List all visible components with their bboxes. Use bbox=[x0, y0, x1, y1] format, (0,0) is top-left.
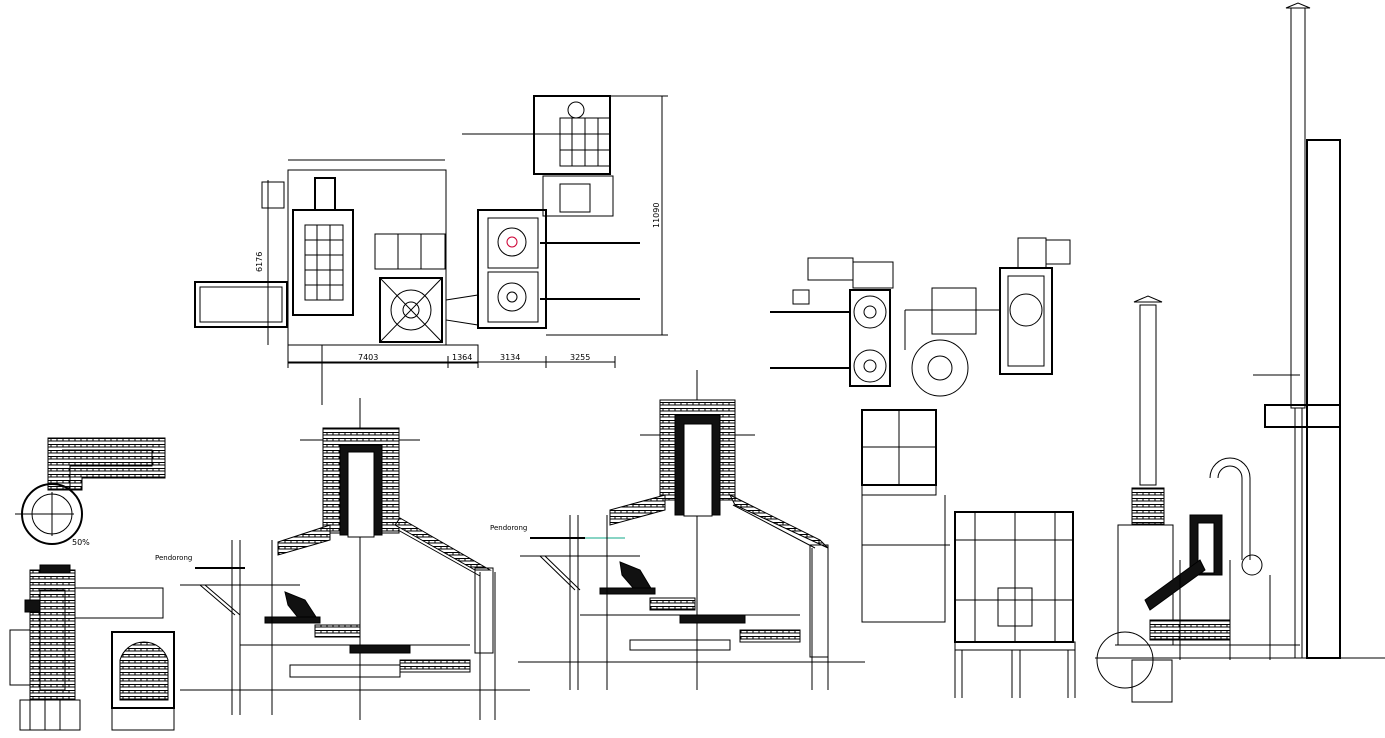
elev1-callout-label: Pendorong bbox=[155, 554, 192, 562]
side-view-scrubber bbox=[861, 409, 1076, 698]
plan-dim-3134: 3134 bbox=[500, 353, 520, 362]
detail-elbow-duct: 50% bbox=[15, 437, 166, 547]
plan-dim-3255: 3255 bbox=[570, 353, 590, 362]
elev2-callout-label: Pendorong bbox=[490, 524, 527, 532]
plan-view-secondary bbox=[770, 237, 1071, 397]
plan-dim-6176: 6176 bbox=[255, 252, 264, 272]
elevation-section-1: Pendorong bbox=[155, 398, 530, 720]
plan-dim-7403: 7403 bbox=[358, 353, 378, 362]
plan-view-main: 6176 11090 7403 bbox=[194, 95, 668, 405]
detail-small-furnace bbox=[9, 564, 175, 731]
small-plan-note: 50% bbox=[72, 538, 90, 547]
plan-dim-1364: 1364 bbox=[452, 353, 472, 362]
incinerator-elevation bbox=[1095, 295, 1385, 703]
furnace-grid bbox=[304, 224, 344, 301]
plan-dim-11090: 11090 bbox=[652, 203, 661, 228]
elevation-section-2: Pendorong bbox=[490, 370, 865, 690]
tall-chimney-tower bbox=[1253, 2, 1341, 659]
